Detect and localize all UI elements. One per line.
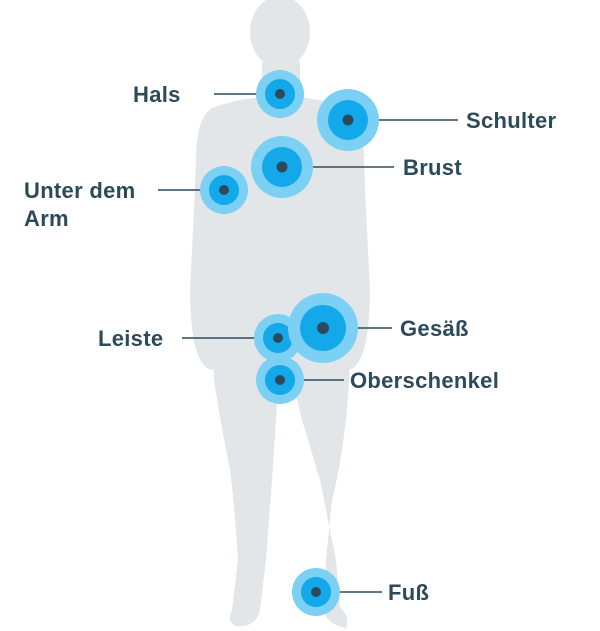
label-leiste: Leiste (98, 326, 164, 351)
label-oberschenkel: Oberschenkel (350, 368, 500, 393)
label-hals: Hals (133, 82, 181, 107)
marker-center-dot (276, 161, 288, 173)
label-brust: Brust (403, 155, 462, 180)
marker-fuss (292, 568, 340, 616)
marker-hals (256, 70, 304, 118)
marker-center-dot (275, 89, 285, 99)
marker-unter-dem-arm (200, 166, 248, 214)
label-schulter: Schulter (466, 108, 557, 133)
marker-brust (251, 136, 313, 198)
marker-center-dot (317, 322, 329, 334)
marker-center-dot (342, 114, 354, 126)
marker-schulter (317, 89, 379, 151)
marker-center-dot (311, 587, 321, 597)
marker-center-dot (219, 185, 229, 195)
marker-center-dot (273, 333, 283, 343)
label-gesaess: Gesäß (400, 316, 469, 341)
marker-gesaess (288, 293, 358, 363)
body-silhouette (190, 0, 370, 628)
label-unter-dem-arm: Unter dem Arm (24, 178, 136, 231)
label-fuss: Fuß (388, 580, 430, 605)
markers (200, 70, 379, 616)
marker-center-dot (275, 375, 285, 385)
marker-oberschenkel (256, 356, 304, 404)
